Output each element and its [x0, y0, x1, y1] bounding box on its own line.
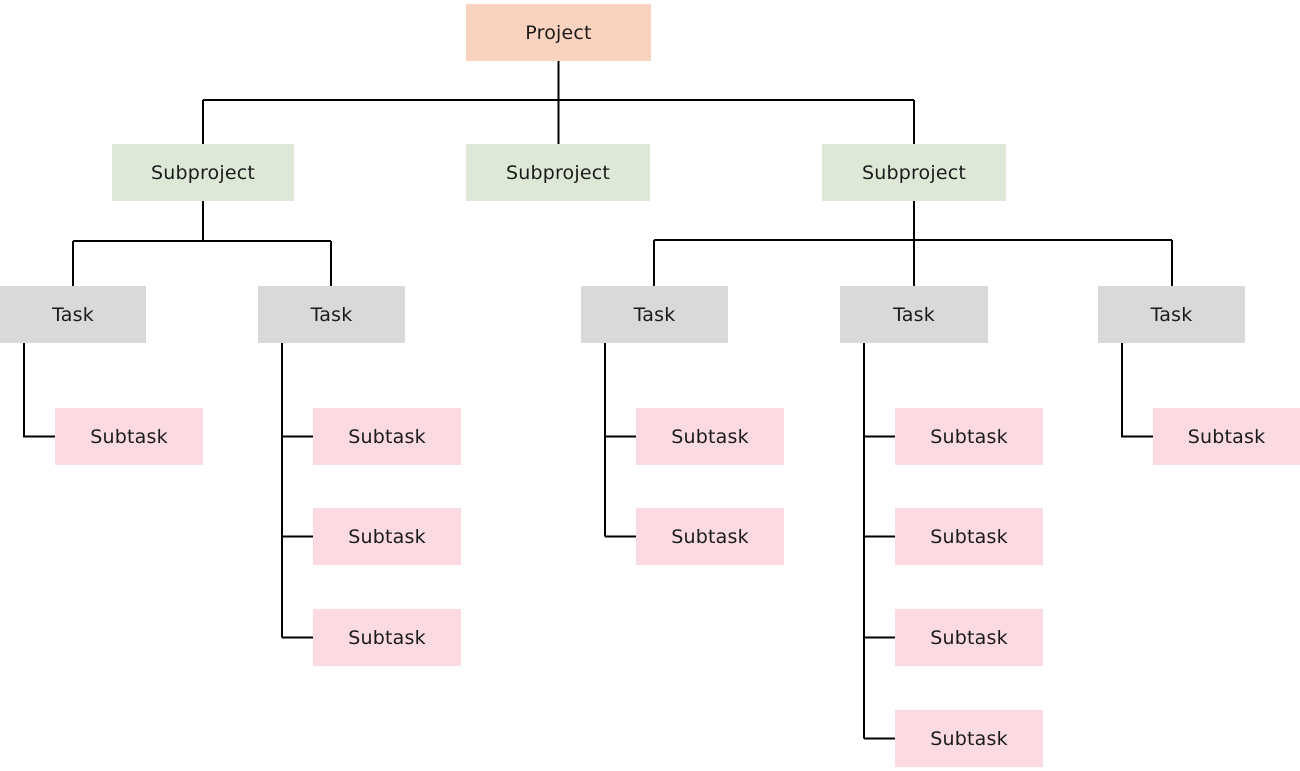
node-subtask-4-3: Subtask — [895, 609, 1043, 666]
node-task-1: Task — [0, 286, 146, 343]
node-label: Task — [633, 303, 676, 326]
node-subtask-3-1: Subtask — [636, 408, 784, 465]
node-label: Subtask — [930, 525, 1008, 548]
node-task-5: Task — [1098, 286, 1245, 343]
node-label: Subtask — [930, 626, 1008, 649]
node-label: Subtask — [930, 727, 1008, 750]
node-subtask-5-1: Subtask — [1153, 408, 1300, 465]
node-label: Subtask — [348, 525, 426, 548]
node-label: Subproject — [150, 161, 256, 184]
node-subtask-2-1: Subtask — [313, 408, 461, 465]
node-label: Task — [1150, 303, 1193, 326]
node-subtask-2-3: Subtask — [313, 609, 461, 666]
node-task-4: Task — [840, 286, 988, 343]
node-subtask-4-1: Subtask — [895, 408, 1043, 465]
node-project: Project — [466, 4, 651, 61]
connector-task-1-subtasks — [23, 343, 55, 438]
node-subproject-1: Subproject — [112, 144, 294, 201]
node-label: Subtask — [348, 425, 426, 448]
node-subproject-3: Subproject — [822, 144, 1006, 201]
node-label: Project — [525, 21, 592, 44]
node-label: Subtask — [90, 425, 168, 448]
node-subtask-4-2: Subtask — [895, 508, 1043, 565]
node-subtask-3-2: Subtask — [636, 508, 784, 565]
node-label: Subtask — [1187, 425, 1266, 448]
node-label: Task — [52, 303, 94, 326]
connector-task-5-subtasks — [1121, 343, 1153, 438]
node-label: Task — [310, 303, 353, 326]
node-label: Task — [893, 303, 935, 326]
node-subtask-1-1: Subtask — [55, 408, 203, 465]
node-subtask-2-2: Subtask — [313, 508, 461, 565]
node-task-3: Task — [581, 286, 728, 343]
node-label: Subtask — [930, 425, 1008, 448]
node-subtask-4-4: Subtask — [895, 710, 1043, 767]
node-label: Subtask — [671, 425, 749, 448]
node-task-2: Task — [258, 286, 405, 343]
node-label: Subtask — [671, 525, 749, 548]
node-subproject-2: Subproject — [466, 144, 650, 201]
node-label: Subtask — [348, 626, 426, 649]
node-label: Subproject — [505, 161, 611, 184]
node-label: Subproject — [861, 161, 967, 184]
